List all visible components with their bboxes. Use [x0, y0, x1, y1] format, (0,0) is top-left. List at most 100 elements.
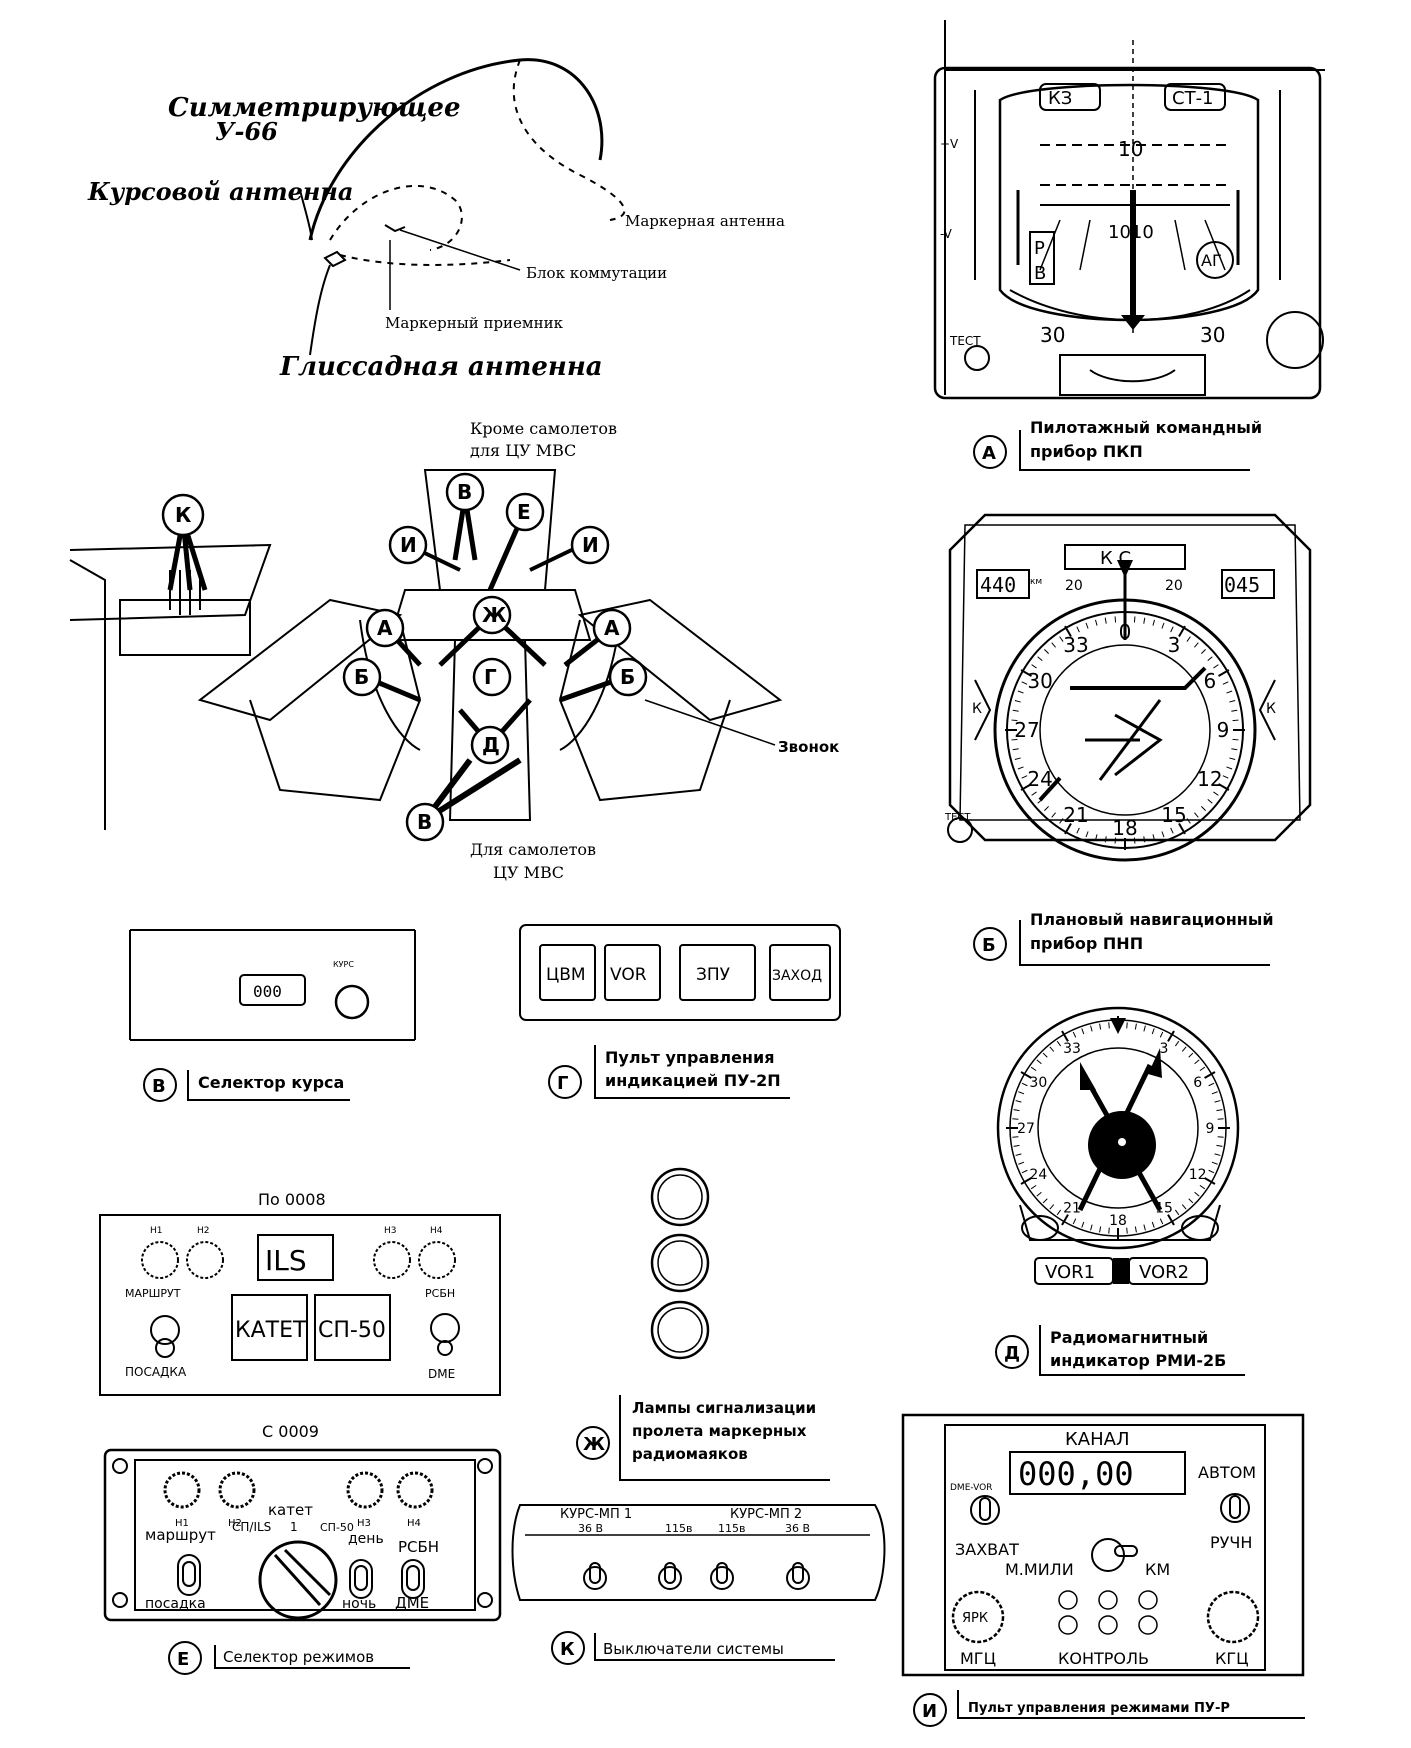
rmi-dial-tick: [1056, 1040, 1062, 1047]
kontrol-label: КОНТРОЛЬ: [1058, 1649, 1149, 1668]
posadka-label: ПОСАДКА: [125, 1365, 187, 1379]
rmi-dial-tick: [1194, 1059, 1200, 1065]
pnp-dial-tick: [1231, 709, 1238, 712]
pnp-k-left: К: [972, 701, 982, 717]
n2-knob[interactable]: [186, 1241, 224, 1279]
ruchn-label: РУЧН: [1210, 1533, 1252, 1552]
rmi-dial-tick: [1151, 1028, 1155, 1035]
control-button-3[interactable]: [1138, 1615, 1158, 1635]
pnp-left-value: 440: [980, 573, 1016, 597]
pu2p-zpu-button[interactable]: [679, 944, 756, 1001]
rmi-dial-tick: [1151, 1221, 1155, 1228]
pu2p-vor-button[interactable]: [604, 944, 661, 1001]
rmi-caption-1: Радиомагнитный: [1050, 1328, 1208, 1347]
rmi-dial-tick: [1015, 1100, 1022, 1103]
dme-vor-toggle[interactable]: [970, 1495, 1000, 1525]
switch-1[interactable]: [583, 1562, 607, 1590]
ils-button[interactable]: [257, 1234, 334, 1281]
pnp-km-unit: км: [1030, 577, 1042, 587]
pkp-instrument: КЗ СТ-1 10 1010 Р В АГ 30 30 ТЕСТ +V -V …: [933, 20, 1325, 471]
b-n3-knob[interactable]: [346, 1471, 384, 1509]
b-dme-label: ДМЕ: [395, 1594, 429, 1612]
pnp-dial-tick: [1231, 748, 1238, 751]
n4-knob[interactable]: [418, 1241, 456, 1279]
pnp-dial-tick: [1104, 617, 1107, 624]
pkp-adjust-knob[interactable]: [1266, 311, 1324, 369]
pnp-test-knob[interactable]: [947, 817, 973, 843]
pnp-dial-tick: [1143, 617, 1146, 624]
b-n4-knob[interactable]: [396, 1471, 434, 1509]
marshrut-posadka-toggle[interactable]: [150, 1315, 180, 1345]
pnp-dial-tick: [1232, 719, 1239, 722]
pu2p-cvm-button[interactable]: [539, 944, 596, 1001]
rmi-right-knob[interactable]: [1181, 1215, 1219, 1241]
b-n1-knob[interactable]: [163, 1471, 201, 1509]
cockpit-note-bottom-2: ЦУ МВС: [493, 863, 564, 882]
rmi-dial-label: 6: [1193, 1075, 1202, 1091]
pnp-dial-tick: [1021, 681, 1028, 685]
day-night-toggle[interactable]: [349, 1559, 373, 1599]
rmi-dial-tick: [1108, 1022, 1110, 1029]
rmi-dial-tick: [1099, 1023, 1102, 1030]
pkp-ag-label: АГ: [1201, 251, 1222, 270]
mode-rotary-switch[interactable]: [258, 1540, 338, 1620]
b-n2-knob[interactable]: [218, 1471, 256, 1509]
pnp-caption-1: Плановый навигационный: [1030, 910, 1274, 929]
b-n4-label: Н4: [407, 1518, 421, 1529]
rsbn-label: РСБН: [425, 1287, 455, 1300]
zahvat-label: ЗАХВАТ: [955, 1540, 1019, 1559]
kurs1-label: КУРС-МП 1: [560, 1507, 632, 1522]
course-selector-knob[interactable]: [334, 984, 370, 1020]
pu2p-vor-label: VOR: [610, 965, 647, 985]
rmi-dial-tick: [1216, 1144, 1223, 1147]
control-button-2[interactable]: [1098, 1615, 1118, 1635]
switch-2[interactable]: [658, 1562, 682, 1590]
rsbn-dme-toggle-b[interactable]: [401, 1559, 425, 1599]
b-marshrut-toggle[interactable]: [177, 1554, 201, 1596]
km-label: КМ: [1145, 1560, 1170, 1579]
brightness-knob[interactable]: [951, 1590, 1005, 1644]
pnp-dial-tick: [1194, 642, 1199, 648]
katet-button[interactable]: [231, 1294, 308, 1361]
pnp-dial-label: 9: [1217, 718, 1230, 742]
switch-3[interactable]: [710, 1562, 734, 1590]
pnp-dial-tick: [1170, 626, 1174, 633]
rmi-dial-tick: [1188, 1052, 1194, 1058]
rsbn-dme-toggle[interactable]: [430, 1313, 460, 1343]
channel-digits: 000,00: [1018, 1455, 1134, 1493]
pnp-dial-label: 30: [1027, 669, 1052, 693]
khz-knob[interactable]: [1206, 1590, 1260, 1644]
pnp-dial-tick: [1178, 625, 1186, 637]
pnp-instrument: К С 440 км 045 20 20 К К 036912151821242…: [944, 513, 1312, 966]
rmi-vor1-label: VOR1: [1045, 1262, 1095, 1283]
pnp-dial-tick: [1076, 626, 1080, 633]
pnp-dial-tick: [1161, 622, 1165, 629]
avtom-ruchn-toggle[interactable]: [1220, 1493, 1250, 1523]
pkp-scale-label: 10: [1118, 137, 1143, 161]
n3-knob[interactable]: [373, 1241, 411, 1279]
pkp-test-knob[interactable]: [964, 345, 990, 371]
sp50-button[interactable]: [314, 1294, 391, 1361]
rmi-dial-tick: [1018, 1091, 1025, 1095]
priemnik-label: Маркерный приемник: [385, 314, 564, 332]
rmi-dial-tick: [1181, 1204, 1187, 1210]
pu2p-zahod-button[interactable]: [769, 944, 831, 1001]
v1-label: 36 В: [578, 1522, 603, 1535]
rmi-left-knob[interactable]: [1021, 1215, 1059, 1241]
pnp-dial-tick: [1226, 690, 1233, 694]
n1-knob[interactable]: [141, 1241, 179, 1279]
pnp-dial-tick: [1085, 831, 1089, 838]
b-sp50-label: СП-50: [320, 1521, 354, 1534]
pnp-dial-tick: [1133, 616, 1136, 623]
cockpit-letter-b-left: Б: [354, 665, 369, 689]
pnp-dial-tick: [1201, 649, 1206, 654]
avtom-label: АВТОМ: [1198, 1463, 1256, 1482]
pnp-dial-tick: [1051, 642, 1056, 648]
system-switches: КУРС-МП 1 КУРС-МП 2 36 В 115в 115в 36 В …: [511, 1504, 886, 1665]
switch-4[interactable]: [786, 1562, 810, 1590]
pnp-dial-tick: [1020, 783, 1032, 791]
control-button-1[interactable]: [1058, 1615, 1078, 1635]
b-n3-label: Н3: [357, 1518, 371, 1529]
pkp-30-right: 30: [1200, 323, 1225, 347]
